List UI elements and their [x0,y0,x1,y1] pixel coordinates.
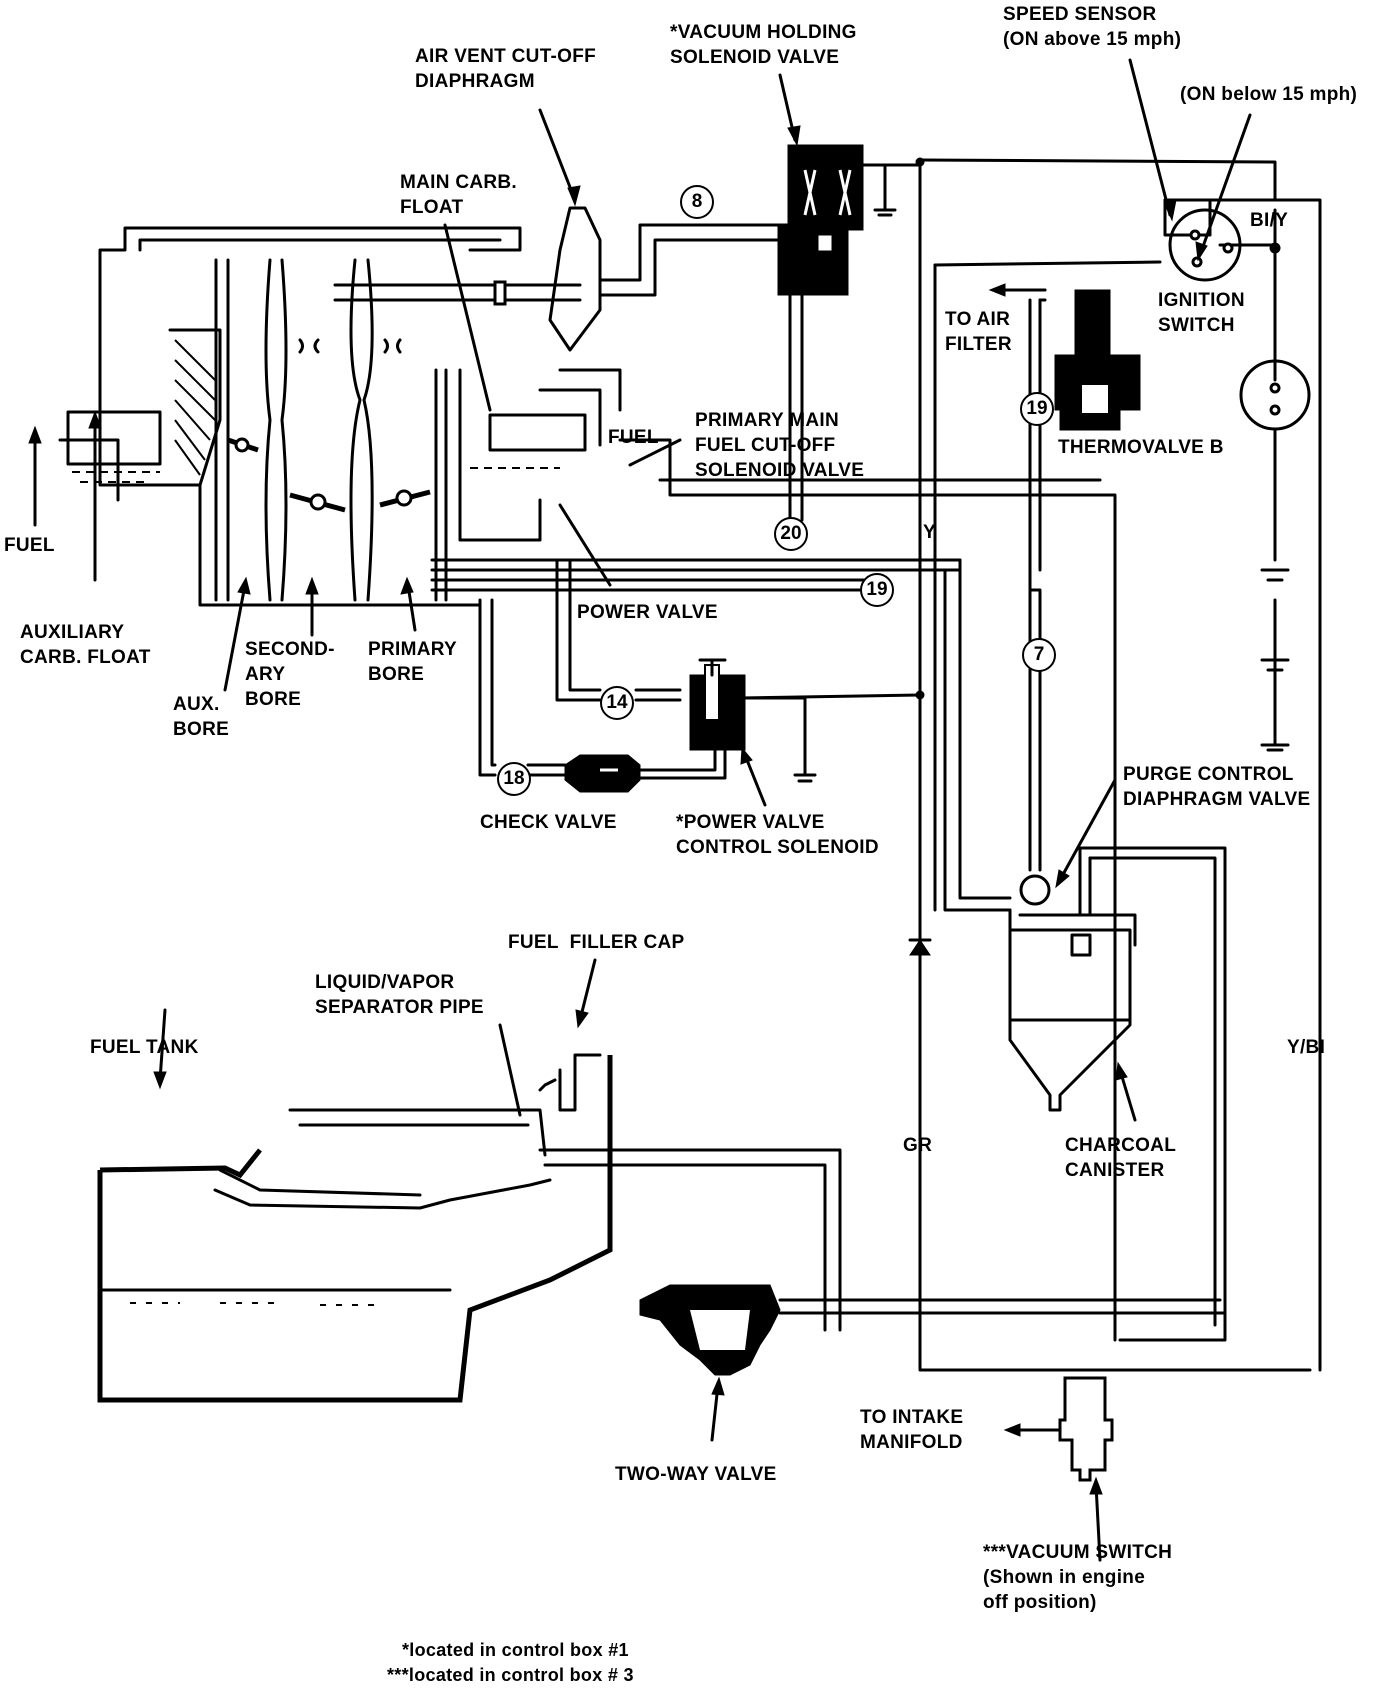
to-air-filter-label: TO AIR FILTER [945,309,1012,355]
fuel-tank [97,1053,842,1403]
hose-number-14: 14 [600,686,634,720]
hose-number-20: 20 [774,517,808,551]
vacuum-hoses [478,418,1117,1342]
to-intake-manifold-label: TO INTAKE MANIFOLD [860,1407,964,1453]
hose-number-19-mid: 19 [860,573,894,607]
primary-bore-label: PRIMARY BORE [368,639,458,685]
carburetor [58,226,962,607]
footnote-control-box-1: *located in control box #1 [402,1640,629,1660]
thermovalve-b [988,283,1141,431]
fuel-tank-label: FUEL TANK [90,1037,199,1058]
vacuum-switch [1003,1376,1114,1482]
power-valve-label: POWER VALVE [577,602,718,623]
primary-main-fuel-cutoff-solenoid-label: PRIMARY MAIN FUEL CUT-OFF SOLENOID VALVE [695,410,865,481]
fuel-label-inner: FUEL [608,427,659,448]
hose-number-7: 7 [1022,638,1056,672]
fuel-inlet-label: FUEL [4,535,55,556]
footnote-control-box-3: ***located in control box # 3 [387,1665,634,1685]
secondary-bore-label: SECOND- ARY BORE [245,639,335,710]
ignition-switch-label: IGNITION SWITCH [1158,290,1245,336]
hose-number-19-top: 19 [1020,392,1054,426]
thermovalve-b-label: THERMOVALVE B [1058,437,1224,458]
y-bi-wire-label: Y/BI [1287,1037,1326,1058]
gr-wire-label: GR [903,1135,933,1156]
hose-number-8: 8 [680,185,714,219]
on-below-15mph-label: (ON below 15 mph) [1180,84,1358,105]
y-wire-label: Y [923,522,936,543]
air-vent-cutoff-diaphragm-label: AIR VENT CUT-OFF DIAPHRAGM [415,46,597,92]
charcoal-canister [1008,846,1227,1342]
main-carb-float-label: MAIN CARB. FLOAT [400,172,517,218]
air-vent-cutoff-diaphragm [548,206,802,352]
leader-arrows [28,58,1252,1562]
auxiliary-carb-float-label: AUXILIARY CARB. FLOAT [20,622,151,668]
purge-control-diaphragm-valve-label: PURGE CONTROL DIAPHRAGM VALVE [1123,764,1311,810]
two-way-valve-label: TWO-WAY VALVE [615,1464,777,1485]
speed-sensor-label: SPEED SENSOR (ON above 15 mph) [1003,4,1182,50]
throttle-plates [227,437,431,513]
power-valve-control-solenoid [689,658,746,751]
power-valve-control-solenoid-label: *POWER VALVE CONTROL SOLENOID [676,812,879,858]
vacuum-holding-solenoid-valve [777,144,922,522]
charcoal-canister-label: CHARCOAL CANISTER [1065,1135,1177,1181]
bore-walls [168,258,448,602]
hose-number-18: 18 [497,762,531,796]
vacuum-switch-label: ***VACUUM SWITCH (Shown in engine off po… [983,1542,1173,1613]
bi-y-wire-label: BI/Y [1250,210,1289,231]
liquid-vapor-separator-pipe-label: LIQUID/VAPOR SEPARATOR PIPE [315,972,484,1018]
vacuum-holding-solenoid-valve-label: *VACUUM HOLDING SOLENOID VALVE [670,22,857,68]
two-way-valve [639,1284,1227,1376]
check-valve [564,754,641,793]
aux-bore-label: AUX. BORE [173,694,230,740]
wiring [738,157,1322,1372]
fuel-filler-cap-label: FUEL FILLER CAP [508,932,685,953]
check-valve-label: CHECK VALVE [480,812,617,833]
